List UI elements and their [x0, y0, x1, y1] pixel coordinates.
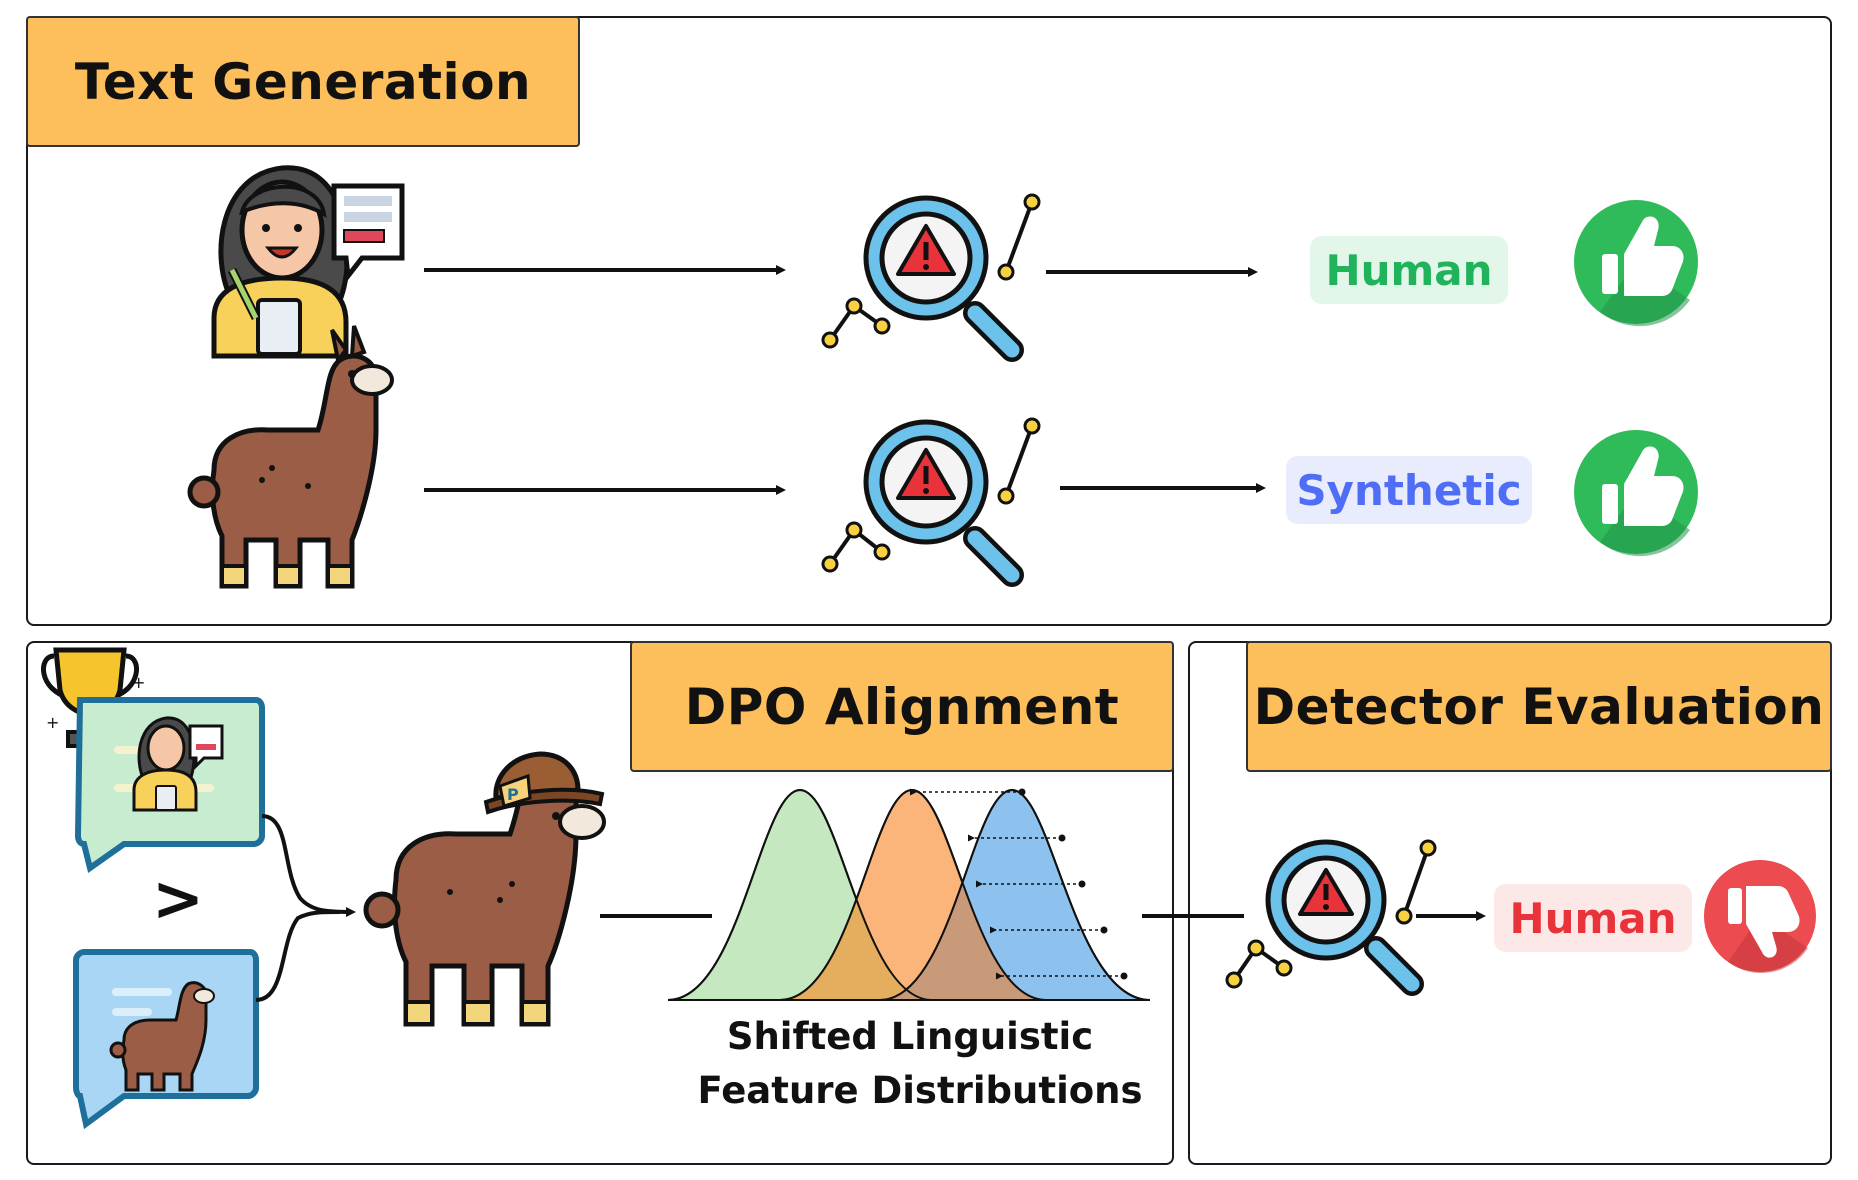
svg-text:+: + — [46, 713, 59, 732]
person-writing-icon — [211, 165, 405, 359]
thumbs-down-icon — [1704, 860, 1816, 974]
dpo-alignment-title: DPO Alignment — [630, 641, 1174, 772]
distribution-caption-line2: Feature Distributions — [697, 1069, 1143, 1112]
detector-evaluation-title: Detector Evaluation — [1246, 641, 1832, 772]
preference-symbol: > — [152, 862, 204, 935]
detector-magnifier-icon — [821, 193, 1041, 362]
hat-llama-icon: P — [363, 751, 606, 1027]
shifted-distributions-graphic — [667, 788, 1151, 1001]
preferred-response-bubble — [74, 697, 265, 873]
rejected-response-bubble — [73, 949, 259, 1130]
detector-magnifier-icon — [821, 417, 1041, 587]
svg-text:P: P — [507, 785, 519, 804]
human-label-eval: Human — [1494, 884, 1692, 952]
svg-text:+: + — [132, 673, 145, 692]
human-label-row1: Human — [1310, 236, 1508, 304]
synthetic-label-row2: Synthetic — [1286, 456, 1532, 524]
detector-magnifier-icon — [1225, 839, 1437, 996]
text-generation-title: Text Generation — [26, 16, 580, 147]
thumbs-up-icon — [1574, 430, 1698, 557]
llama-icon — [187, 325, 394, 589]
person-writing-icon — [132, 716, 224, 812]
thumbs-up-icon — [1574, 200, 1698, 327]
distribution-caption-line1: Shifted Linguistic — [726, 1015, 1094, 1058]
llama-icon — [109, 981, 215, 1092]
